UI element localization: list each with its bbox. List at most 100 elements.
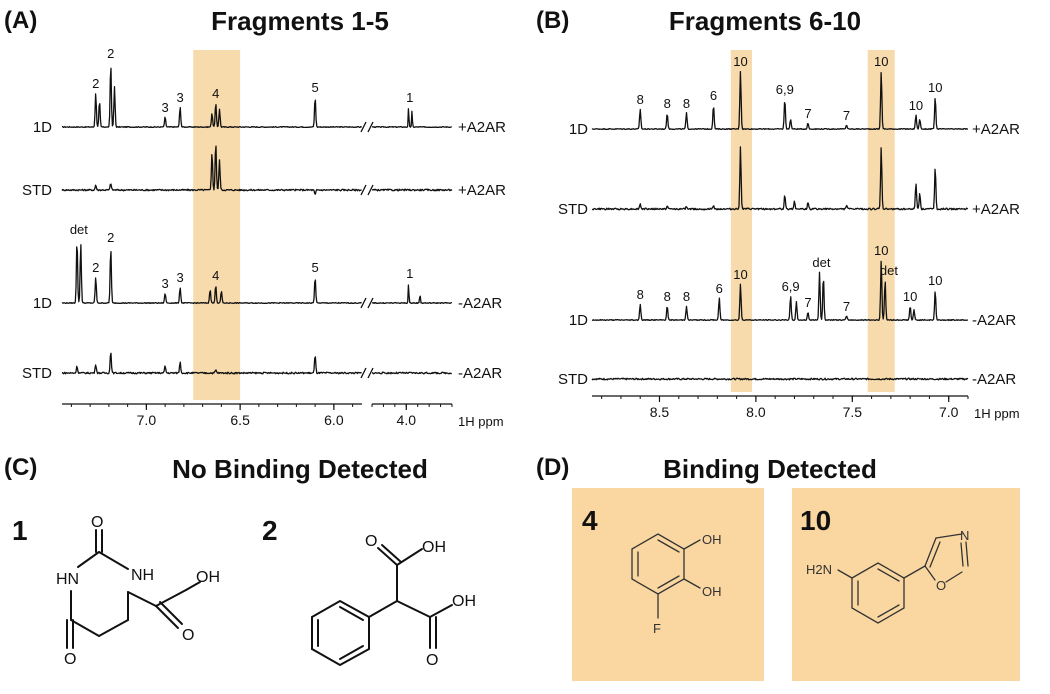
bond bbox=[683, 539, 701, 550]
trace-1 bbox=[591, 70, 969, 131]
panel-a-title: Fragments 1-5 bbox=[211, 6, 389, 36]
trace-left-label: STD bbox=[22, 365, 52, 382]
peak-label: 7 bbox=[843, 108, 850, 123]
peak-label: det bbox=[812, 255, 830, 270]
bond bbox=[70, 619, 100, 637]
bond bbox=[396, 600, 431, 618]
compound-10-highlight-box bbox=[792, 488, 1020, 681]
compound-10: 10 H2N N O bbox=[800, 505, 969, 624]
highlight-region bbox=[193, 50, 241, 400]
spectrum-line bbox=[61, 244, 362, 305]
trace-2 bbox=[591, 146, 969, 211]
panel-c: (C) No Binding Detected 1 bbox=[4, 454, 476, 669]
highlight-region bbox=[730, 50, 753, 392]
atom-label: OH bbox=[702, 532, 722, 547]
panel-d-title: Binding Detected bbox=[663, 454, 877, 484]
tick-label: 7.0 bbox=[939, 404, 959, 420]
peak-label: 10 bbox=[874, 54, 888, 69]
tick-label: 4.0 bbox=[397, 412, 417, 428]
trace-3 bbox=[61, 244, 453, 309]
atom-label: H2N bbox=[806, 562, 832, 577]
bond bbox=[960, 542, 964, 567]
compound-4-number: 4 bbox=[582, 505, 598, 536]
peak-label: 1 bbox=[406, 90, 413, 105]
spectrum-line bbox=[371, 188, 453, 192]
benzene-ring bbox=[851, 562, 905, 624]
trace-2 bbox=[61, 145, 453, 196]
spectrum-line bbox=[61, 352, 362, 375]
spectrum-line bbox=[371, 284, 453, 305]
bond bbox=[935, 533, 963, 539]
bond bbox=[368, 600, 398, 618]
bond bbox=[377, 547, 398, 566]
atom-label: N bbox=[960, 528, 969, 543]
trace-right-label: +A2AR bbox=[972, 121, 1020, 138]
bond bbox=[381, 544, 402, 563]
bond bbox=[877, 604, 900, 618]
bond bbox=[965, 541, 969, 567]
panel-a-traces bbox=[61, 67, 453, 379]
peak-label: 5 bbox=[312, 80, 319, 95]
peak-label: 1 bbox=[406, 266, 413, 281]
peak-label: 3 bbox=[177, 270, 184, 285]
bond bbox=[429, 604, 453, 618]
bond bbox=[683, 578, 701, 589]
peak-label: 3 bbox=[162, 276, 169, 291]
trace-left-label: STD bbox=[558, 201, 588, 218]
peak-label: 10 bbox=[903, 289, 917, 304]
peak-label: 7 bbox=[843, 299, 850, 314]
peak-label: 10 bbox=[909, 98, 923, 113]
bond bbox=[77, 551, 100, 568]
bond bbox=[877, 568, 900, 582]
spectrum-line bbox=[62, 67, 363, 129]
panel-b-traces bbox=[591, 70, 969, 381]
bond bbox=[98, 551, 129, 570]
atom-label: O bbox=[91, 514, 103, 531]
panel-c-title: No Binding Detected bbox=[172, 454, 428, 484]
tick-label: 6.5 bbox=[230, 412, 250, 428]
panel-d: (D) Binding Detected 4 OH OH F 10 bbox=[536, 454, 1020, 681]
compound-2-bonds bbox=[311, 544, 453, 667]
spectrum-line bbox=[591, 377, 969, 381]
highlight-region bbox=[867, 50, 895, 392]
atom-label: OH bbox=[422, 539, 446, 556]
bond bbox=[657, 539, 680, 553]
peak-label: 10 bbox=[733, 54, 747, 69]
compound-4-highlight-box bbox=[572, 488, 764, 681]
trace-right-label: +A2AR bbox=[458, 182, 506, 199]
trace-3 bbox=[591, 260, 969, 322]
bond bbox=[159, 601, 183, 625]
phenyl-ring bbox=[311, 599, 370, 667]
trace-right-label: +A2AR bbox=[972, 201, 1020, 218]
peak-label: 6 bbox=[716, 281, 723, 296]
bond bbox=[396, 548, 423, 566]
bond bbox=[657, 575, 680, 589]
axis-break-mark bbox=[367, 184, 374, 196]
compound-1-bonds bbox=[66, 529, 201, 649]
peak-label: 2 bbox=[107, 230, 114, 245]
bond bbox=[929, 541, 941, 568]
peak-label: 10 bbox=[874, 243, 888, 258]
panel-c-label: (C) bbox=[4, 454, 37, 481]
peak-label: 4 bbox=[212, 268, 219, 283]
atom-label: O bbox=[182, 627, 194, 644]
trace-4 bbox=[591, 377, 969, 381]
trace-right-label: +A2AR bbox=[458, 119, 506, 136]
trace-left-label: STD bbox=[22, 182, 52, 199]
panel-a-highlights bbox=[193, 50, 241, 400]
bond bbox=[185, 581, 201, 591]
bond bbox=[924, 537, 937, 567]
trace-4 bbox=[61, 352, 452, 379]
compound-1-number: 1 bbox=[12, 515, 28, 546]
peak-label: 3 bbox=[162, 100, 169, 115]
bond bbox=[924, 565, 936, 581]
compound-10-bonds bbox=[837, 533, 969, 624]
panel-b-highlights bbox=[730, 50, 895, 392]
trace-right-label: -A2AR bbox=[458, 365, 502, 382]
bond bbox=[98, 619, 129, 637]
